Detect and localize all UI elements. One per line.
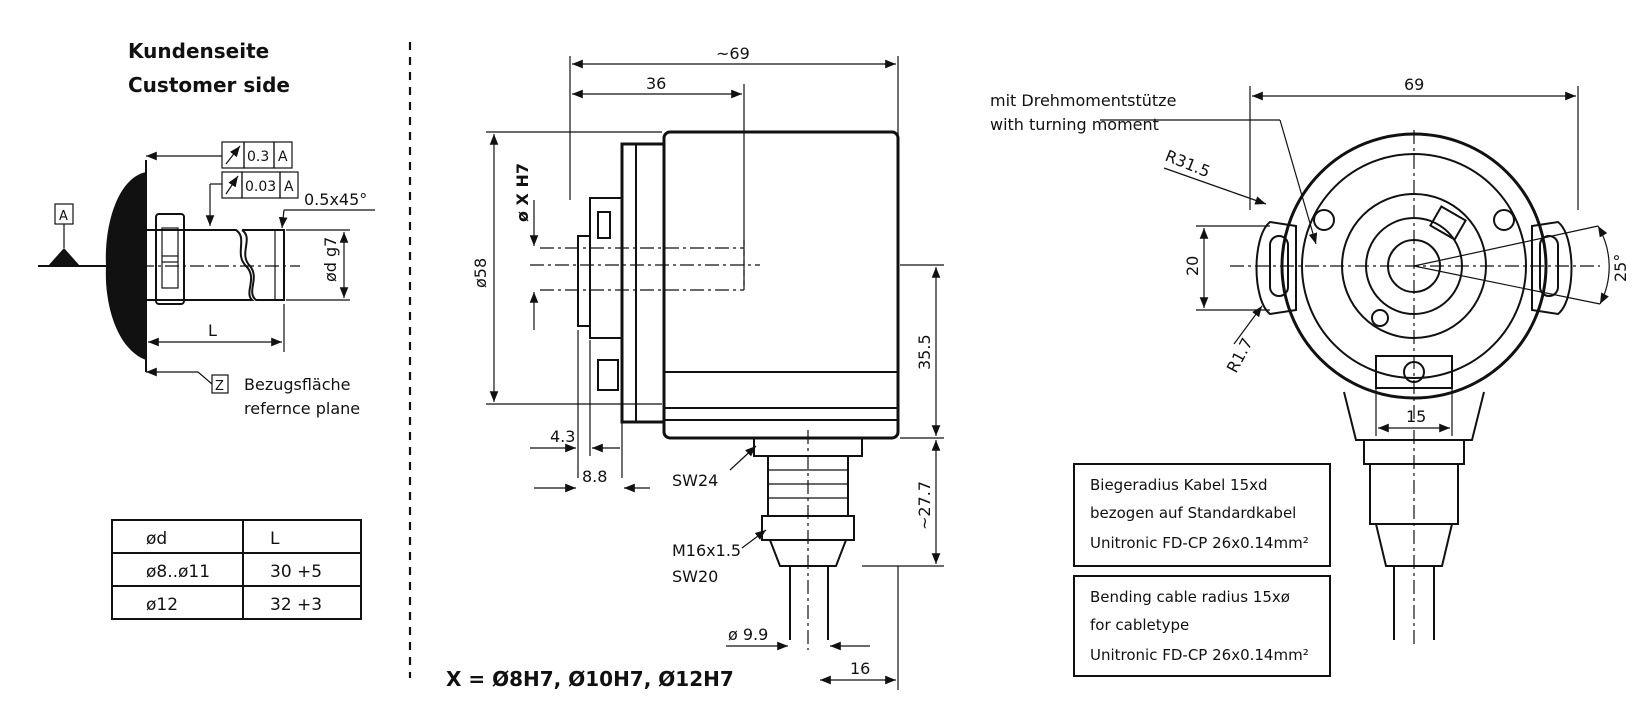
shaft-table: ød L ø8..ø11 30 +5 ø12 32 +3 — [111, 519, 362, 620]
ref-letter: Z — [215, 379, 224, 394]
datum-a-letter: A — [59, 209, 68, 224]
label-r17: R1.7 — [1223, 335, 1257, 376]
runout-icon-2 — [225, 175, 239, 195]
gland-cap — [768, 539, 848, 567]
torque-label-en: with turning moment — [990, 115, 1159, 134]
shaft-dia-label: ød g7 — [321, 237, 340, 282]
dim-dia58: ø58 — [471, 258, 490, 288]
note-box-de — [1073, 463, 1331, 567]
note-de-line2: bezogen auf Standardkabel — [1090, 504, 1296, 522]
front-dim-69: 69 — [1404, 75, 1424, 94]
encoder-side-view: ~69 36 ø58 ø X H7 35.5 — [446, 44, 944, 691]
runout-icon-1 — [225, 145, 241, 165]
dim-99: ø 9.9 — [728, 625, 768, 644]
table-cell-d-1: ø8..ø11 — [146, 562, 210, 582]
screw-top-left — [1313, 209, 1335, 231]
ref-plane-en: refernce plane — [244, 399, 360, 418]
dim-355: 35.5 — [915, 334, 934, 370]
ref-letter-box — [211, 374, 229, 394]
torque-arm-right — [1531, 220, 1573, 316]
datum-a-triangle — [48, 248, 80, 266]
note-en-line1: Bending cable radius 15xø — [1090, 588, 1290, 606]
shaft-right — [241, 229, 285, 301]
chamfer-arrow — [278, 209, 288, 229]
torque-arm-left — [1255, 220, 1297, 316]
clamp-ring — [155, 213, 185, 305]
bore-formula: X = Ø8H7, Ø10H7, Ø12H7 — [446, 667, 734, 691]
table-cell-d-2: ø12 — [146, 595, 178, 615]
angle-25-ray-top — [1413, 225, 1599, 267]
tol1-ref-box — [273, 141, 293, 169]
tol2-ref: A — [284, 179, 294, 195]
customer-flange — [105, 172, 146, 360]
note-en-line3: Unitronic FD-CP 26x0.14mm² — [1090, 646, 1309, 664]
front-dim-15: 15 — [1406, 407, 1426, 426]
label-sw20: SW20 — [672, 567, 718, 586]
ref-plane-leader2 — [197, 371, 213, 385]
dim-88: 8.8 — [582, 467, 607, 486]
customer-side-view: Kundenseite Customer side A 0.3 A — [38, 39, 375, 418]
front-dim-25: 25° — [1611, 254, 1630, 282]
dim-43: 4.3 — [550, 427, 575, 446]
encoder-flange — [620, 142, 666, 424]
angle-25-ray-bottom — [1413, 265, 1601, 305]
dim-16: 16 — [850, 659, 870, 678]
torque-label-de: mit Drehmomentstütze — [990, 91, 1176, 110]
clamp-pin-front — [1371, 309, 1389, 327]
dim-bore: ø X H7 — [513, 163, 532, 222]
tol2-ref-box — [279, 171, 299, 199]
r315-leader — [1163, 167, 1267, 205]
encoder-front-view: mit Drehmomentstütze with turning moment… — [990, 75, 1630, 648]
label-m16: M16x1.5 — [672, 541, 741, 560]
ref-plane-de: Bezugsfläche — [244, 375, 351, 394]
table-cell-l-1: 30 +5 — [270, 562, 322, 582]
clamp-collar — [589, 197, 623, 339]
dim-277: ~27.7 — [915, 481, 934, 530]
tol1-ref: A — [278, 149, 288, 165]
note-box-en — [1073, 575, 1331, 677]
screw-top-right — [1493, 209, 1515, 231]
hub-face — [577, 235, 591, 327]
note-de-line1: Biegeradius Kabel 15xd — [1090, 476, 1268, 494]
table-header-l: L — [270, 529, 280, 549]
note-de-line3: Unitronic FD-CP 26x0.14mm² — [1090, 534, 1309, 552]
table-frame — [111, 519, 362, 620]
front-gland-cap — [1374, 523, 1454, 567]
sw24-leader — [729, 445, 757, 471]
r17-leader — [1233, 305, 1263, 345]
clamp-screw-front — [1429, 205, 1467, 241]
table-header-d: ød — [146, 529, 167, 549]
clamp-screw — [597, 211, 611, 239]
torque-pin — [597, 359, 619, 391]
cable-notes: Biegeradius Kabel 15xd bezogen auf Stand… — [1073, 463, 1331, 677]
customer-side-title-de: Kundenseite — [128, 39, 269, 63]
table-cell-l-2: 32 +3 — [270, 595, 322, 615]
angle-25-arc — [1597, 225, 1610, 305]
tol2-value: 0.03 — [245, 179, 276, 195]
clamp-ring-inner — [161, 227, 179, 289]
length-label: L — [208, 321, 217, 340]
dim-36: 36 — [646, 74, 666, 93]
encoder-housing — [662, 130, 900, 440]
note-en-line2: for cabletype — [1090, 616, 1189, 634]
front-dim-20: 20 — [1183, 256, 1202, 276]
m16-leader — [741, 529, 767, 549]
label-sw24: SW24 — [672, 471, 718, 490]
tol1-value: 0.3 — [247, 149, 269, 165]
customer-side-title-en: Customer side — [128, 73, 290, 97]
dim-total: ~69 — [716, 44, 750, 63]
chamfer-label: 0.5x45° — [304, 190, 367, 209]
